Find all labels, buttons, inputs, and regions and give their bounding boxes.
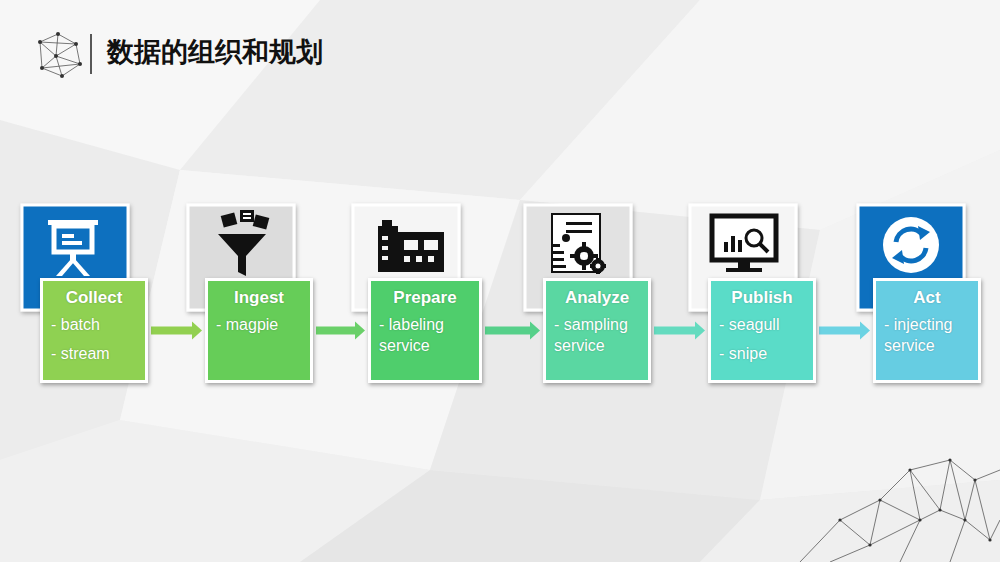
stage-item: - batch [51, 314, 137, 335]
stage-item: - labeling service [379, 314, 471, 356]
stage-box: Publish - seagull - snipe [708, 278, 816, 383]
flow-arrow [316, 322, 365, 340]
stage-box: Act - injecting service [873, 278, 981, 383]
stage-item: - sampling service [554, 314, 640, 356]
stage-item: - stream [51, 343, 137, 364]
stage-box: Collect - batch - stream [40, 278, 148, 383]
stage-item: - magpie [216, 314, 302, 335]
stage-item: - snipe [719, 343, 805, 364]
stage-heading: Act [884, 287, 970, 308]
stage-item: - injecting service [884, 314, 970, 356]
stage-box: Prepare - labeling service [368, 278, 482, 383]
stage-heading: Analyze [554, 287, 640, 308]
stage-box: Analyze - sampling service [543, 278, 651, 383]
stage-heading: Prepare [379, 287, 471, 308]
stage-box: Ingest - magpie [205, 278, 313, 383]
flow-arrow [819, 322, 870, 340]
flow-arrow [654, 322, 705, 340]
stage-heading: Collect [51, 287, 137, 308]
flow-arrow [485, 322, 540, 340]
stage-item: - seagull [719, 314, 805, 335]
slide-title: 数据的组织和规划 [107, 34, 323, 70]
stage-heading: Ingest [216, 287, 302, 308]
stage-heading: Publish [719, 287, 805, 308]
flow-arrow [151, 322, 202, 340]
